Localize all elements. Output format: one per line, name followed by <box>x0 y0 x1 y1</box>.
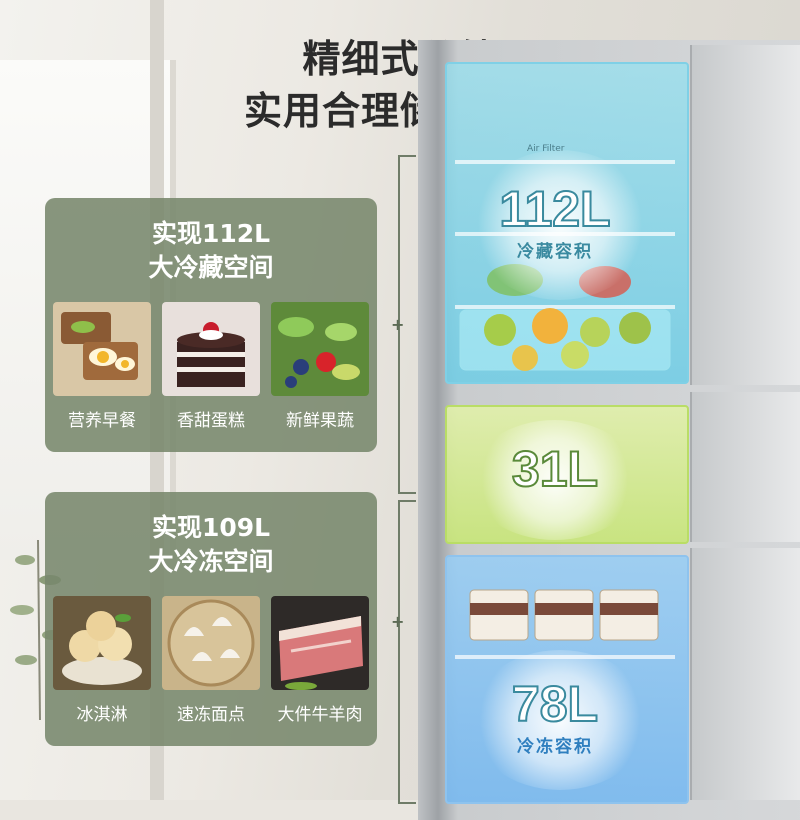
fresh-shelf <box>455 305 675 309</box>
ice-cream-tubs <box>469 589 659 641</box>
card-title-line2: 大冷藏空间 <box>148 253 274 282</box>
breakfast-photo <box>53 302 151 396</box>
caption-meat: 大件牛羊肉 <box>277 705 363 725</box>
plant-decoration <box>10 539 62 720</box>
mid-glow <box>470 420 640 540</box>
fresh-glow <box>470 150 650 300</box>
card-title-line1: 实现112L <box>151 219 271 248</box>
fresh-volume-label: 冷藏容积 <box>517 242 593 262</box>
plus-icon: + <box>391 612 405 631</box>
salad-photo <box>271 302 369 396</box>
fridge-door-middle <box>690 392 800 542</box>
dumplings-photo <box>162 596 260 690</box>
connector-bracket-bottom <box>398 500 416 804</box>
card-title-line1: 实现109L <box>151 513 271 542</box>
meat-photo <box>271 596 369 690</box>
caption-ice-cream: 冰淇淋 <box>76 705 128 725</box>
caption-cake: 香甜蛋糕 <box>177 411 245 431</box>
card-title-line2: 大冷冻空间 <box>148 547 274 576</box>
fridge-door-bottom <box>690 548 800 800</box>
caption-salad: 新鲜果蔬 <box>286 411 354 431</box>
caption-breakfast: 营养早餐 <box>68 411 136 431</box>
ice-cream-photo <box>53 596 151 690</box>
caption-dumplings: 速冻面点 <box>177 705 245 725</box>
mid-volume: 31L <box>511 440 599 498</box>
fridge-door-top <box>690 45 800 385</box>
plus-icon: + <box>391 315 405 334</box>
freeze-glow <box>470 650 650 790</box>
freeze-volume: 78L <box>511 675 599 733</box>
freezer-card: 实现109L 大冷冻空间 冰淇淋 速冻面点 大件牛羊肉 <box>45 492 377 746</box>
freeze-volume-label: 冷冻容积 <box>517 737 593 757</box>
connector-bracket-top <box>398 155 416 494</box>
refrigeration-card: 实现112L 大冷藏空间 营养早餐 香甜蛋糕 新鲜果蔬 <box>45 198 377 452</box>
cake-photo <box>162 302 260 396</box>
air-filter-sticker: Air Filter <box>527 144 565 154</box>
fresh-volume: 112L <box>498 180 611 238</box>
